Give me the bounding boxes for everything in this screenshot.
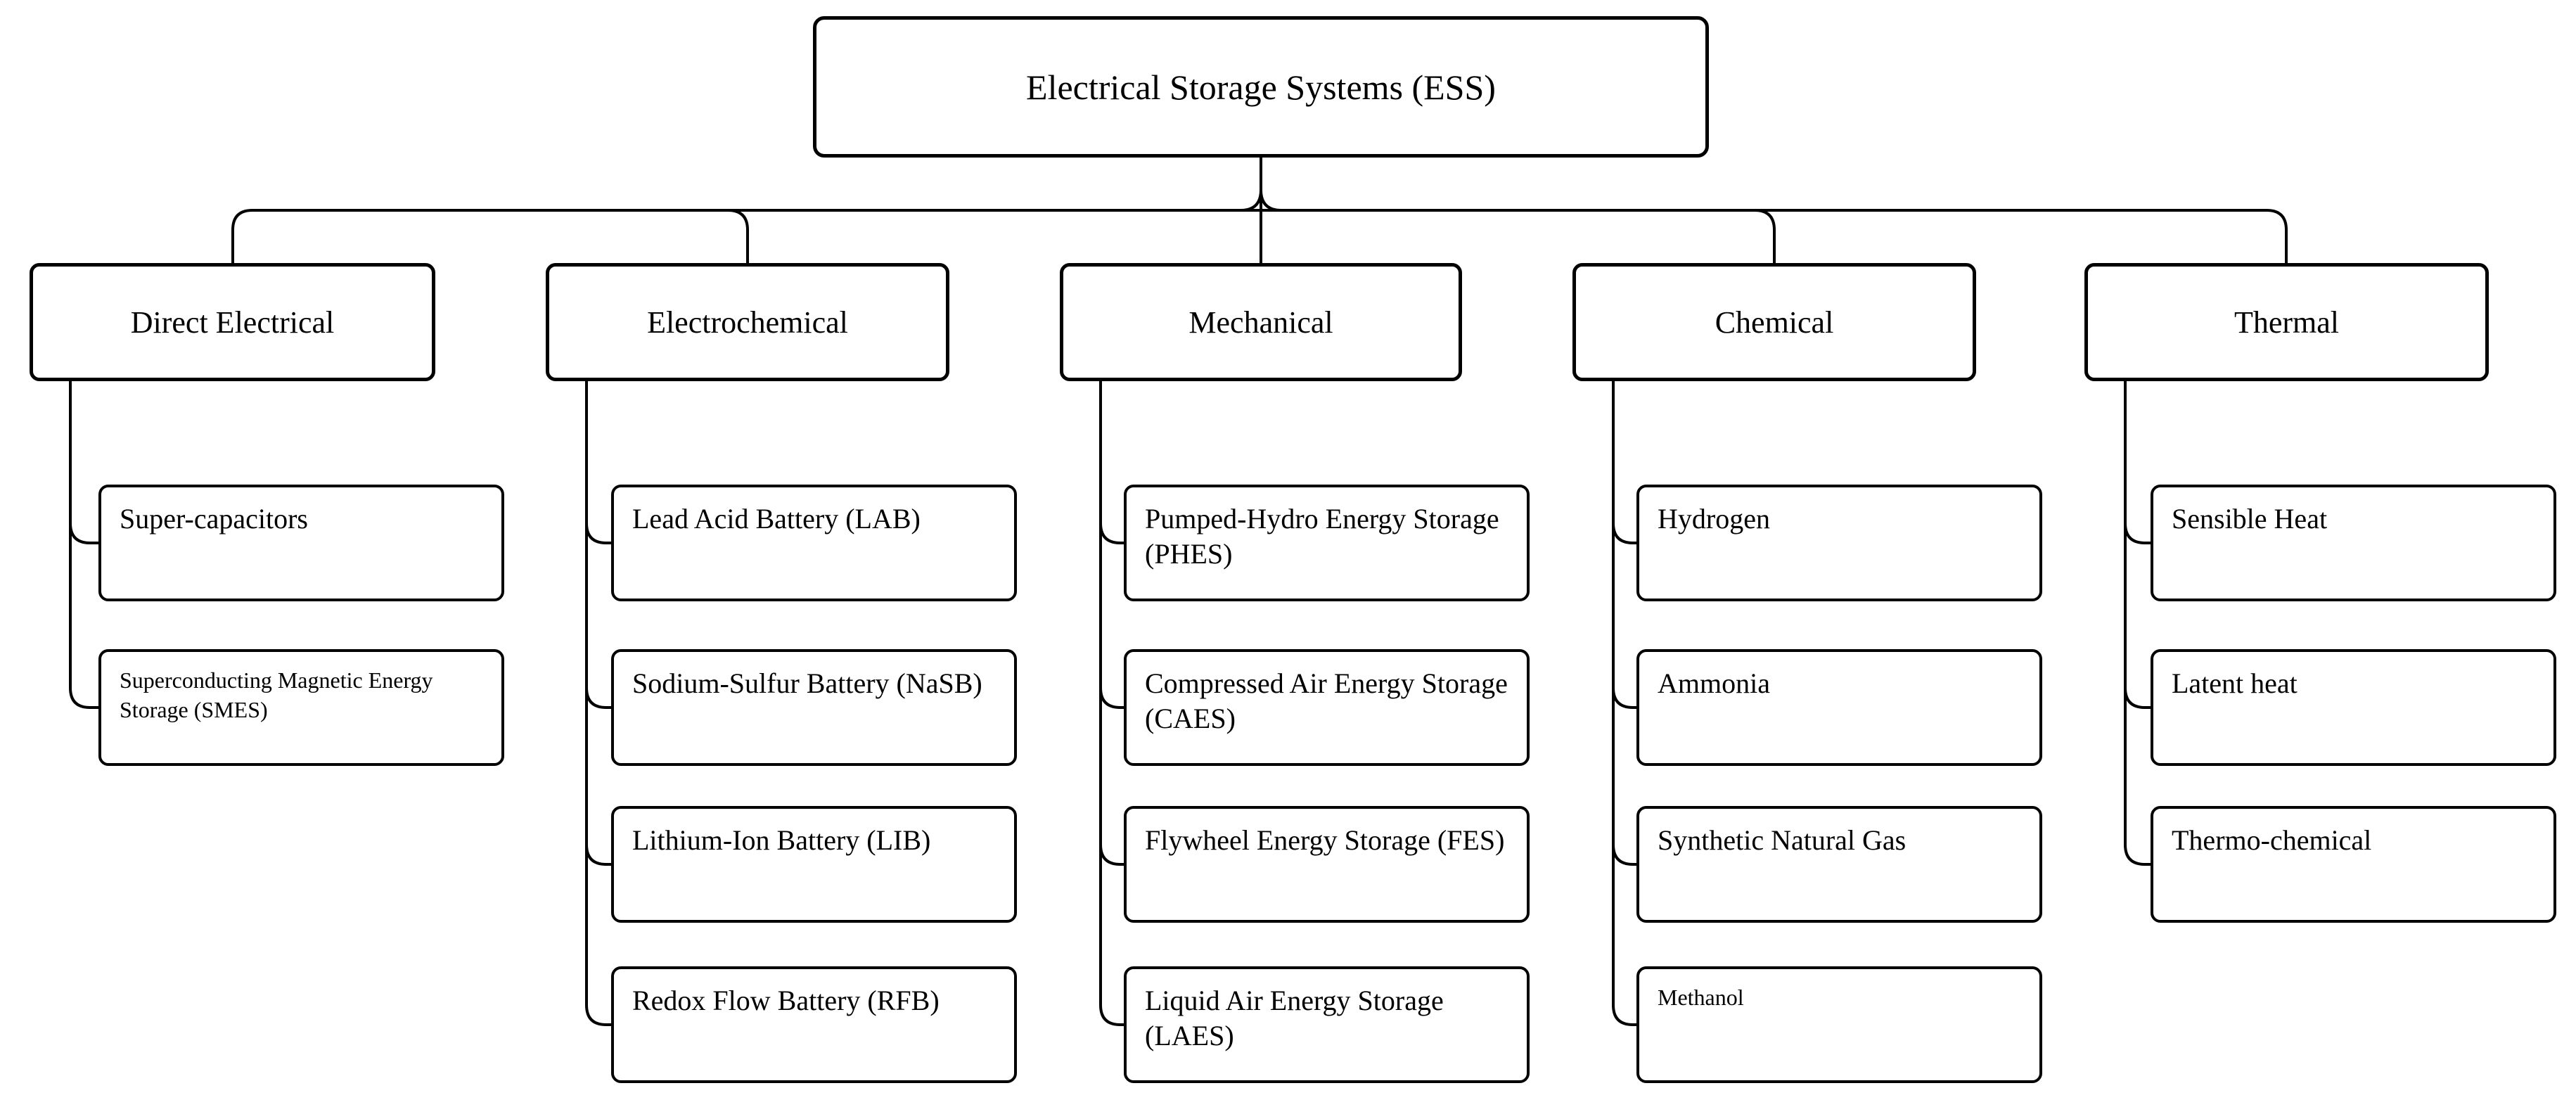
connector-direct-electrical-spine (69, 381, 98, 709)
connector-electrochemical-branch-3 (585, 844, 611, 866)
category-box-electrochemical: Electrochemical (546, 263, 949, 381)
connector-mechanical-branch-3 (1099, 844, 1124, 866)
child-box-ammonia: Ammonia (1636, 649, 2042, 766)
child-label: Lead Acid Battery (LAB) (632, 503, 921, 535)
category-box-thermal: Thermal (2084, 263, 2489, 381)
child-label: Ammonia (1658, 667, 1770, 699)
child-label: Flywheel Energy Storage (FES) (1145, 824, 1505, 856)
category-label: Direct Electrical (130, 305, 335, 340)
connector-direct-electrical-branch-1 (69, 523, 98, 544)
category-label: Electrochemical (647, 305, 848, 340)
child-label: Hydrogen (1658, 503, 1770, 535)
connector-root-flare-right (1260, 189, 1282, 212)
connector-mechanical-branch-1 (1099, 523, 1124, 544)
child-label: Lithium-Ion Battery (LIB) (632, 824, 931, 856)
child-label: Thermo-chemical (2172, 824, 2372, 856)
connector-chemical-branch-1 (1612, 523, 1636, 544)
child-box-methanol: Methanol (1636, 966, 2042, 1083)
child-box-fes: Flywheel Energy Storage (FES) (1124, 806, 1530, 923)
child-box-laes: Liquid Air Energy Storage (LAES) (1124, 966, 1530, 1083)
connector-electrochemical-branch-1 (585, 523, 611, 544)
connector-category-rail (231, 209, 2288, 263)
connector-mechanical-spine (1099, 381, 1124, 1026)
connector-drop-chemical (1754, 209, 1776, 263)
child-label: Compressed Air Energy Storage (CAES) (1145, 667, 1508, 734)
connector-drop-electrochemical (727, 209, 749, 263)
category-box-chemical: Chemical (1572, 263, 1976, 381)
connector-chemical-spine (1612, 381, 1636, 1026)
category-label: Mechanical (1188, 305, 1333, 340)
child-label: Synthetic Natural Gas (1658, 824, 1907, 856)
child-box-hydrogen: Hydrogen (1636, 485, 2042, 601)
child-box-nasb: Sodium-Sulfur Battery (NaSB) (611, 649, 1017, 766)
connector-thermal-spine (2124, 381, 2151, 866)
child-label: Sodium-Sulfur Battery (NaSB) (632, 667, 982, 699)
child-label: Redox Flow Battery (RFB) (632, 985, 940, 1016)
connector-electrochemical-spine (585, 381, 611, 1026)
category-box-direct-electrical: Direct Electrical (30, 263, 435, 381)
child-box-lib: Lithium-Ion Battery (LIB) (611, 806, 1017, 923)
connector-chemical-branch-2 (1612, 687, 1636, 709)
child-box-smes: Superconducting Magnetic Energy Storage … (98, 649, 504, 766)
connector-root-flare-left (1240, 189, 1262, 212)
child-label: Pumped-Hydro Energy Storage (PHES) (1145, 503, 1499, 570)
child-label: Sensible Heat (2172, 503, 2328, 535)
child-label: Superconducting Magnetic Energy Storage … (120, 667, 433, 722)
child-label: Super-capacitors (120, 503, 308, 535)
root-label: Electrical Storage Systems (ESS) (1026, 67, 1496, 107)
child-box-phes: Pumped-Hydro Energy Storage (PHES) (1124, 485, 1530, 601)
child-box-lab: Lead Acid Battery (LAB) (611, 485, 1017, 601)
category-label: Chemical (1715, 305, 1834, 340)
child-label: Latent heat (2172, 667, 2298, 699)
child-box-rfb: Redox Flow Battery (RFB) (611, 966, 1017, 1083)
child-box-super-capacitors: Super-capacitors (98, 485, 504, 601)
child-box-caes: Compressed Air Energy Storage (CAES) (1124, 649, 1530, 766)
connector-thermal-branch-1 (2124, 523, 2151, 544)
connector-thermal-branch-2 (2124, 687, 2151, 709)
connector-chemical-branch-3 (1612, 844, 1636, 866)
child-label: Liquid Air Energy Storage (LAES) (1145, 985, 1444, 1051)
child-box-thermo-chemical: Thermo-chemical (2151, 806, 2556, 923)
category-box-mechanical: Mechanical (1060, 263, 1462, 381)
child-box-latent-heat: Latent heat (2151, 649, 2556, 766)
child-box-sensible-heat: Sensible Heat (2151, 485, 2556, 601)
child-label: Methanol (1658, 985, 1744, 1010)
child-box-synthetic-natural-gas: Synthetic Natural Gas (1636, 806, 2042, 923)
root-box-ess: Electrical Storage Systems (ESS) (813, 16, 1709, 158)
connector-electrochemical-branch-2 (585, 687, 611, 709)
category-label: Thermal (2234, 305, 2340, 340)
connector-mechanical-branch-2 (1099, 687, 1124, 709)
